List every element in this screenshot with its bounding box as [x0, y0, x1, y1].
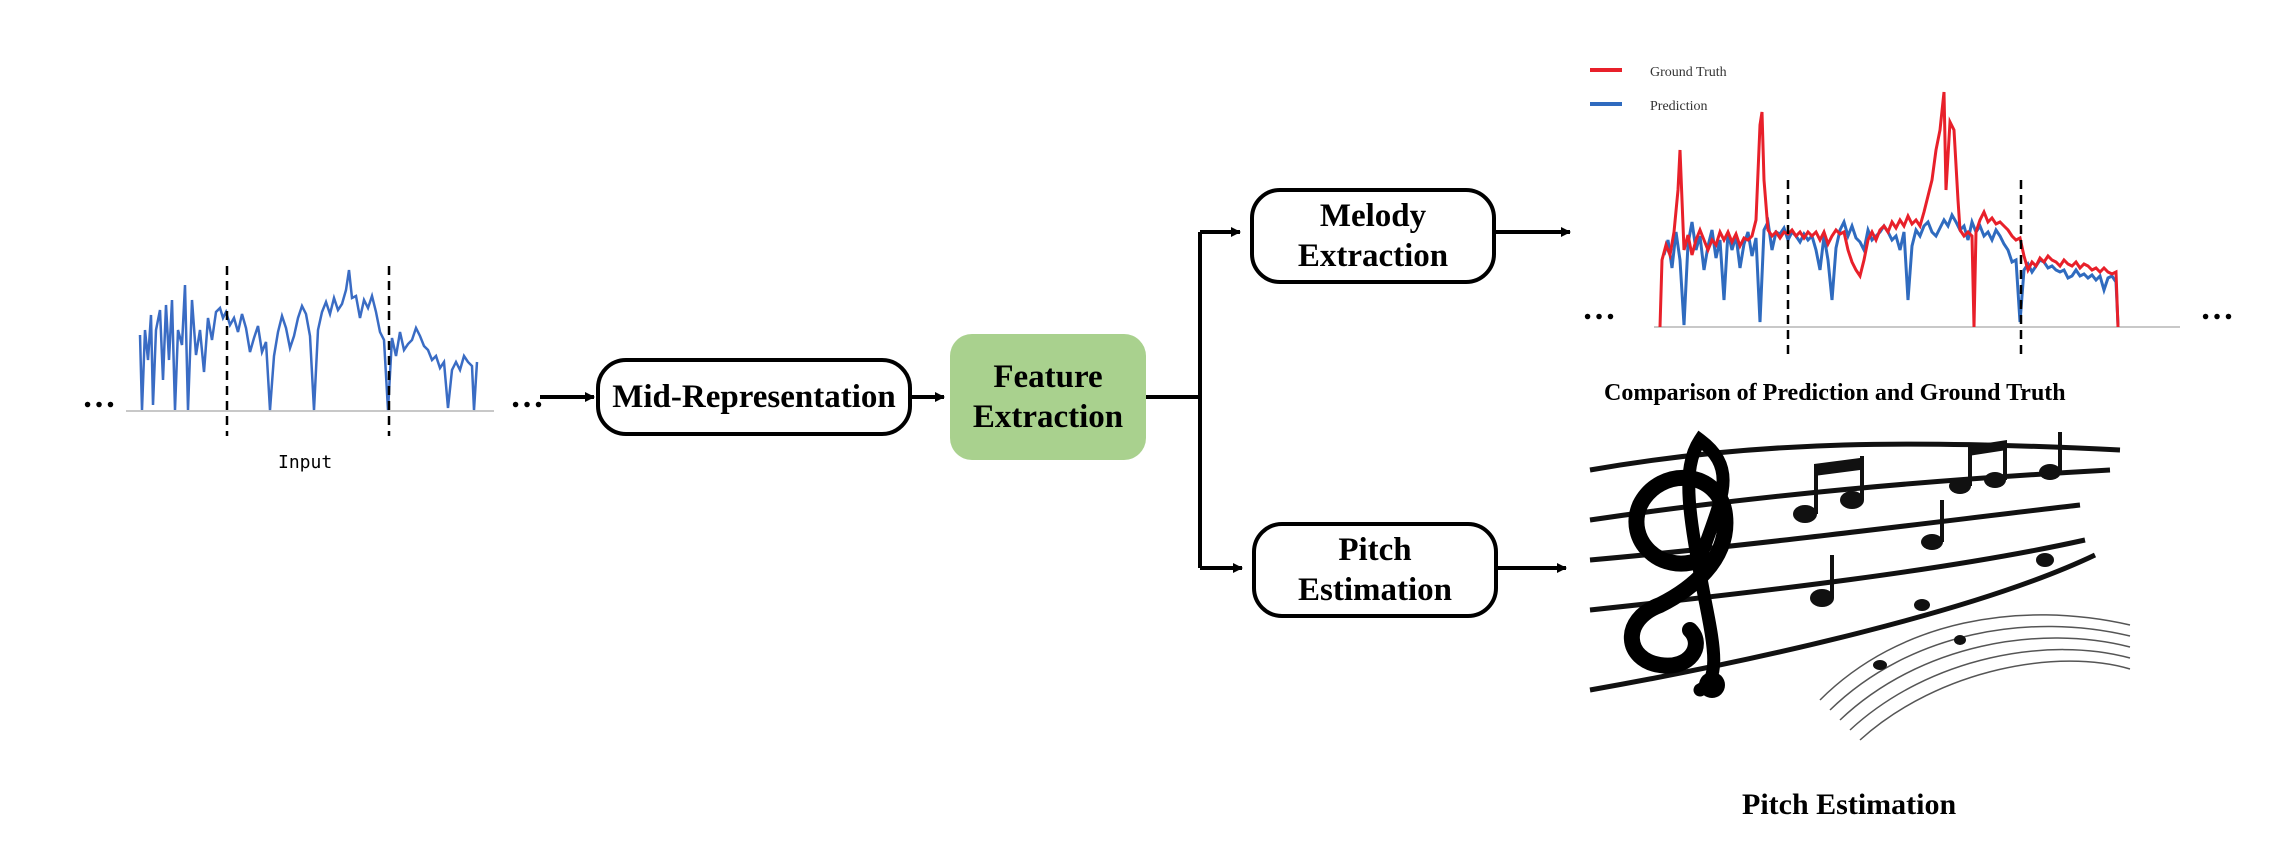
legend-prediction: Prediction	[1650, 99, 1708, 114]
comparison-caption: Comparison of Prediction and Ground Trut…	[1604, 380, 2066, 406]
melody-extraction-box: Melody Extraction	[1250, 188, 1496, 284]
pitch-estimation-box: Pitch Estimation	[1252, 522, 1498, 618]
mid-representation-label: Mid-Representation	[612, 379, 896, 415]
comparison-chart: Ground Truth Prediction	[1590, 65, 2180, 355]
mid-representation-box: Mid-Representation	[596, 358, 912, 436]
input-ellipsis-left: …	[82, 378, 118, 415]
ground-truth-line	[1658, 91, 2120, 328]
pitch-estimation-caption: Pitch Estimation	[1742, 788, 1957, 821]
feature-extraction-label-line2: Extraction	[972, 399, 1124, 435]
melody-extraction-label-line2: Extraction	[1297, 238, 1449, 274]
treble-clef-icon	[1623, 430, 1734, 698]
legend-ground-truth: Ground Truth	[1650, 65, 1727, 80]
music-notes-icon	[1589, 432, 2131, 741]
input-ellipsis-right: …	[510, 378, 546, 415]
input-label: Input	[278, 452, 333, 473]
input-waveform	[126, 266, 494, 436]
waveform-line	[138, 269, 479, 411]
melody-extraction-label-line1: Melody	[1319, 198, 1427, 234]
plot-ellipsis-left: …	[1582, 290, 1618, 327]
pitch-estimation-label-line2: Estimation	[1297, 572, 1452, 608]
prediction-line	[1662, 211, 2120, 326]
pitch-estimation-label-line1: Pitch	[1338, 532, 1412, 568]
feature-extraction-box: Feature Extraction	[950, 334, 1146, 460]
plot-ellipsis-right: …	[2200, 290, 2236, 327]
feature-extraction-label-line1: Feature	[993, 359, 1103, 395]
